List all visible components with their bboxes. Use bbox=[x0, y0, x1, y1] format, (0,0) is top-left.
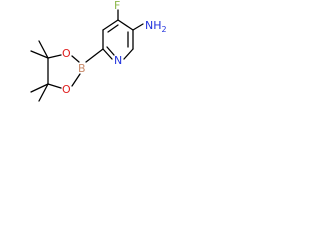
methyl-bond-bottom-left bbox=[30, 83, 49, 93]
bond-c2-n bbox=[123, 48, 134, 60]
ring-nitrogen-label: N bbox=[114, 54, 122, 67]
boron-label: B bbox=[78, 62, 86, 75]
molecule-structure: F NH2 N B O O bbox=[30, 0, 167, 102]
oxygen-bottom-label: O bbox=[62, 83, 71, 96]
bond-b-o-top bbox=[71, 55, 80, 63]
oxygen-top-label: O bbox=[62, 47, 71, 60]
methyl-bond-top-up bbox=[38, 40, 49, 59]
bond-n-c3 bbox=[102, 48, 113, 60]
methyl-bond-bottom-down bbox=[38, 83, 49, 102]
bond-b-o-bottom bbox=[71, 73, 81, 87]
double-bond-inner-1 bbox=[107, 24, 119, 33]
bond-o-bottom-c bbox=[47, 83, 62, 89]
bond-o-top-c bbox=[47, 54, 62, 59]
fluorine-label: F bbox=[114, 0, 120, 12]
methyl-bond-top-left bbox=[30, 50, 49, 59]
amine-label: NH2 bbox=[145, 19, 167, 34]
bond-to-amine bbox=[132, 23, 144, 31]
amine-label-main: NH bbox=[145, 19, 162, 32]
bond-to-boron bbox=[85, 48, 104, 63]
amine-label-subscript: 2 bbox=[162, 25, 167, 34]
double-bond-inner-3 bbox=[106, 46, 115, 56]
bond-c6-c1 bbox=[117, 19, 134, 31]
bond-c5-c6 bbox=[102, 19, 119, 31]
